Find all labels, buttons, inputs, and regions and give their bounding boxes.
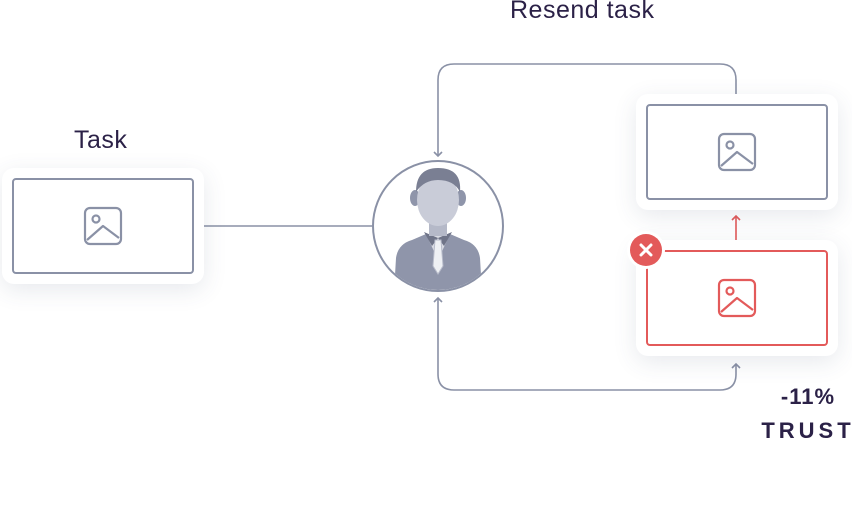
image-icon [717,132,757,172]
person-avatar-icon [394,168,482,290]
image-icon [717,278,757,318]
close-icon [639,243,653,257]
person-avatar [372,160,504,292]
error-badge [630,234,662,266]
failed-card [646,250,828,346]
trust-change-value: -11% [780,384,836,409]
trust-label: TRUST [761,418,852,443]
task-label: Task [74,126,128,154]
image-icon [83,206,123,246]
resend-task-label: Resend task [510,0,655,24]
failed-loop-line [437,298,741,391]
resend-card [646,104,828,200]
resend-loop-line [433,63,737,158]
task-card [12,178,194,274]
